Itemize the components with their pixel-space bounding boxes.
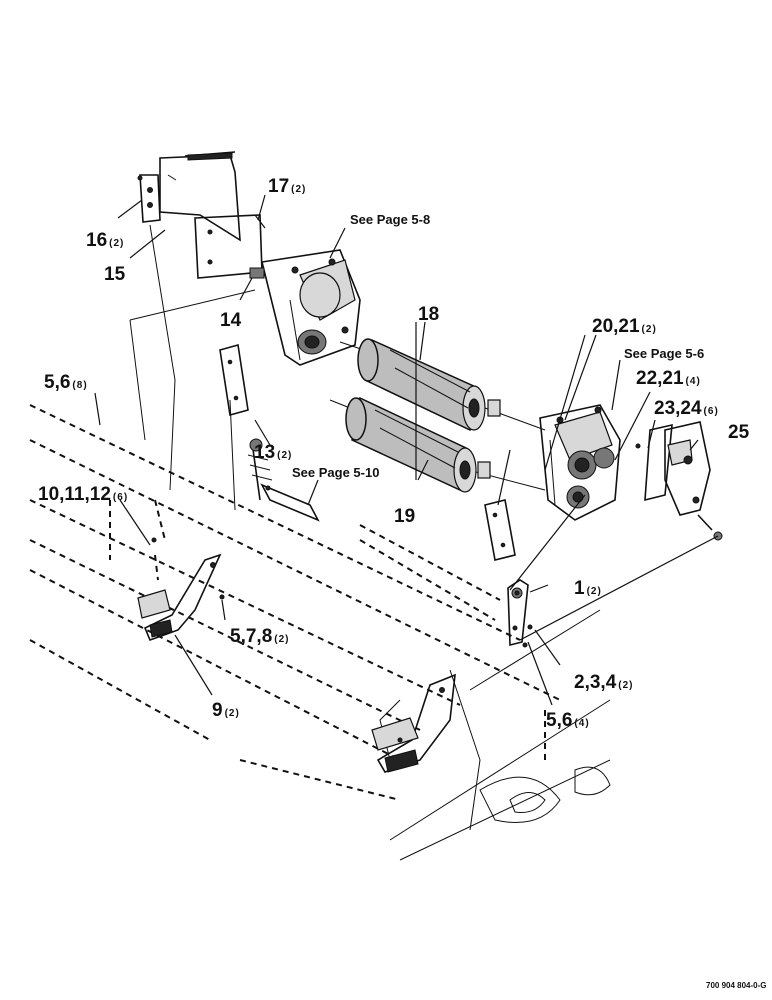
callout-5-7-8: 5,7,8(2) bbox=[230, 626, 290, 647]
callout-1: 1(2) bbox=[574, 578, 602, 599]
callout-16: 16(2) bbox=[86, 230, 124, 251]
small-plate-right bbox=[484, 499, 516, 561]
document-id: 700 904 804-0-G bbox=[706, 981, 767, 990]
callout-10-11-12: 10,11,12(6) bbox=[38, 484, 128, 505]
callout-5-6-top: 5,6(8) bbox=[44, 372, 88, 393]
upper-bracket-assembly bbox=[137, 151, 241, 242]
lower-roller-19 bbox=[329, 396, 546, 493]
callout-2-3-4: 2,3,4(2) bbox=[574, 672, 634, 693]
lever-assembly-9 bbox=[137, 537, 225, 642]
right-gearbox-assembly bbox=[539, 404, 621, 521]
callout-14: 14 bbox=[220, 310, 242, 331]
lever-assembly-lower bbox=[371, 673, 456, 773]
callout-18: 18 bbox=[418, 304, 439, 325]
callout-19: 19 bbox=[394, 506, 415, 527]
callout-20-21: 20,21(2) bbox=[592, 316, 657, 337]
vertical-arm-1 bbox=[507, 579, 533, 648]
callout-15: 15 bbox=[104, 264, 126, 285]
callout-9: 9(2) bbox=[212, 700, 240, 721]
reference-page-5-10: See Page 5-10 bbox=[292, 465, 379, 480]
tensioner-assembly bbox=[247, 438, 320, 522]
small-plate-13 bbox=[219, 343, 249, 417]
leader-lines bbox=[94, 194, 719, 706]
callout-13: 13(2) bbox=[254, 442, 292, 463]
callout-25: 25 bbox=[728, 422, 750, 443]
right-plate-and-bracket bbox=[635, 421, 723, 541]
reference-page-5-8: See Page 5-8 bbox=[350, 212, 430, 227]
callout-23-24: 23,24(6) bbox=[654, 398, 719, 419]
callout-22-21: 22,21(4) bbox=[636, 368, 701, 389]
callout-5-6-bottom: 5,6(4) bbox=[546, 710, 590, 731]
machine-frame bbox=[29, 404, 611, 861]
reference-page-5-6: See Page 5-6 bbox=[624, 346, 704, 361]
callout-17: 17(2) bbox=[268, 176, 306, 197]
callout-labels: 16(2) 15 17(2) See Page 5-8 14 18 20,21(… bbox=[38, 176, 750, 731]
side-panel-outline bbox=[129, 224, 256, 511]
upper-roller-18 bbox=[339, 338, 546, 432]
left-gearbox-assembly bbox=[249, 249, 361, 366]
